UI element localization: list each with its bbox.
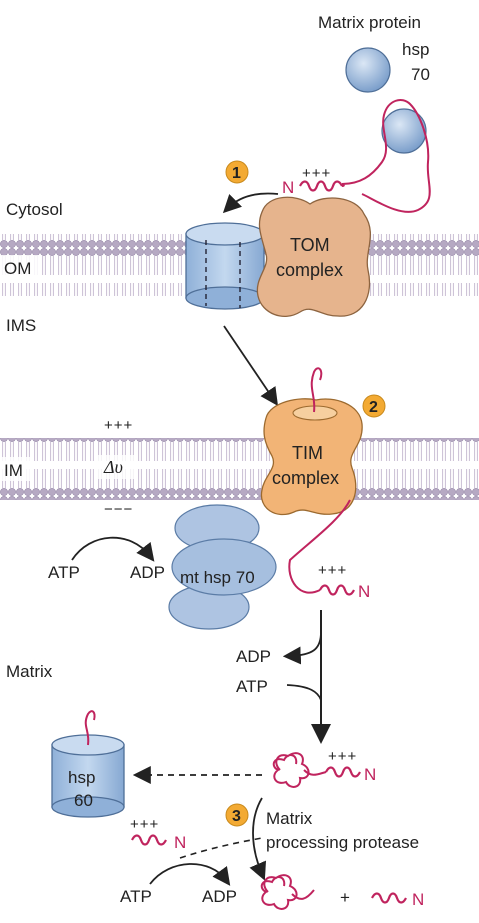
tim-label-1: TIM (292, 443, 323, 463)
step-2-number: 2 (369, 399, 378, 416)
unfolded-protein-icon (272, 752, 310, 788)
ims-label: IMS (6, 316, 36, 335)
tom-label-2: complex (276, 260, 343, 280)
n-terminus-label: N (412, 890, 424, 909)
arrow-icon (282, 631, 322, 665)
ims-charge: +++ (104, 417, 133, 434)
protein-chain (84, 710, 96, 746)
adp-label: ADP (130, 563, 165, 582)
hsp70-label-1: hsp (402, 40, 429, 59)
atp-label: ATP (48, 563, 80, 582)
adp-bottom-label: ADP (202, 887, 237, 906)
tim-label-2: complex (272, 468, 339, 488)
step-1-number: 1 (232, 165, 241, 182)
unfolded-protein-icon (260, 874, 298, 910)
hsp70-sphere-icon (345, 47, 391, 93)
tim-complex (260, 398, 363, 516)
helix-presequence-icon (325, 766, 361, 778)
presequence-charge: +++ (302, 165, 331, 182)
protein-chain (291, 889, 315, 900)
step-2-badge (362, 394, 386, 418)
arrow-icon (249, 797, 267, 881)
membrane-potential-label: Δυ (103, 457, 123, 477)
arrow-icon (286, 684, 322, 701)
matrix-charge: −−− (104, 501, 133, 518)
matrix-protein-label: Matrix protein (318, 13, 421, 32)
hsp60-label-1: hsp (68, 768, 95, 787)
n-terminus-label: N (358, 582, 370, 601)
hsp60-label-2: 60 (74, 791, 93, 810)
tom-label-1: TOM (290, 235, 330, 255)
step-1-badge (225, 160, 249, 184)
om-label: OM (4, 259, 31, 278)
arrow-icon (222, 192, 279, 214)
hsp70-sphere-icon (381, 108, 427, 154)
step-3-badge (225, 803, 249, 827)
mt-hsp70-label: mt hsp 70 (180, 568, 255, 587)
plus-sign: + (340, 888, 350, 907)
protein-chain (288, 499, 351, 594)
presequence-charge: +++ (328, 748, 357, 765)
atp-bind-label: ATP (236, 677, 268, 696)
presequence-charge: +++ (318, 562, 347, 579)
n-terminus-label: N (174, 833, 186, 852)
protein-chain (303, 769, 327, 776)
inner-membrane (0, 438, 479, 500)
step-3-number: 3 (232, 808, 241, 825)
protein-chain (310, 367, 323, 413)
adp-release-label: ADP (236, 647, 271, 666)
n-terminus-label: N (364, 765, 376, 784)
n-terminus-label: N (282, 178, 294, 197)
tom-complex (256, 196, 372, 317)
barrel-channel-icon (185, 222, 265, 310)
mpp-label-1: Matrix (266, 809, 313, 828)
matrix-region-label: Matrix (6, 662, 53, 681)
protein-chain (341, 99, 431, 213)
helix-presequence-icon (371, 892, 407, 904)
arrow-icon (223, 325, 279, 406)
cytosol-label: Cytosol (6, 200, 63, 219)
im-label: IM (4, 461, 23, 480)
mt-hsp70-chaperone (168, 504, 277, 630)
atp-bottom-label: ATP (120, 887, 152, 906)
helix-presequence-icon (299, 180, 343, 192)
helix-presequence-icon (131, 834, 167, 846)
hsp70-label-2: 70 (411, 65, 430, 84)
mpp-label-2: processing protease (266, 833, 419, 852)
arrow-icon (71, 536, 155, 562)
arrow-icon (179, 837, 263, 859)
arrow-icon (149, 863, 231, 886)
presequence-charge: +++ (130, 816, 159, 833)
helix-presequence-icon (319, 584, 355, 596)
